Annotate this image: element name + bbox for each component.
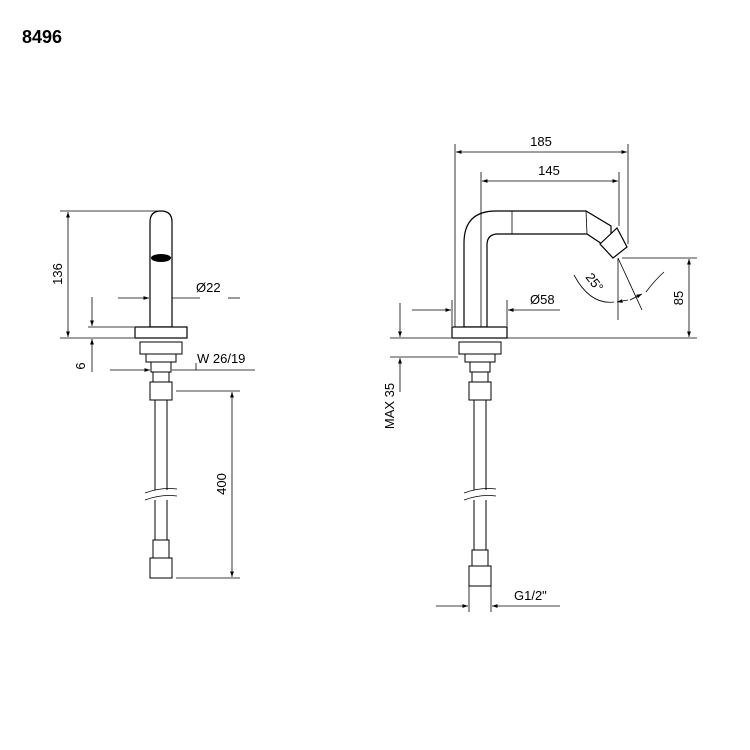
dim-side-height: 136 [50,263,65,285]
front-view: 185 145 25° 85 Ø58 MAX 35 [382,134,697,612]
dim-thread: G1/2" [514,588,547,603]
side-nut [139,341,183,363]
dim-spray-angle: 25° [583,270,607,295]
front-hose [473,400,487,550]
front-hose-break [463,488,497,501]
front-fitting [468,361,492,401]
dim-reach-spout: 145 [538,163,560,178]
side-fitting [149,361,173,401]
dim-hose-length: 400 [214,473,229,495]
dim-outlet-height: 85 [671,291,686,305]
front-base-plate [451,326,508,339]
dim-spout-diameter: Ø22 [196,280,221,295]
dim-reach-total: 185 [530,134,552,149]
side-base-plate [134,326,188,339]
dim-nut-size: W 26/19 [197,351,245,366]
side-hose [154,400,168,540]
dim-base-diameter: Ø58 [530,292,555,307]
side-view: 136 Ø22 6 W 26/19 400 [50,210,255,579]
front-nut [458,341,502,363]
side-spout-body [149,210,173,328]
side-hose-break [144,488,178,501]
side-spout-outlet [151,254,171,262]
dim-max-deck: MAX 35 [382,383,397,429]
side-hose-end [149,539,173,579]
front-hose-end [468,549,492,587]
angle-arc [573,271,665,303]
dim-plate-thickness: 6 [73,362,88,369]
front-spout-outlet [599,227,628,259]
model-number: 8496 [22,27,62,47]
